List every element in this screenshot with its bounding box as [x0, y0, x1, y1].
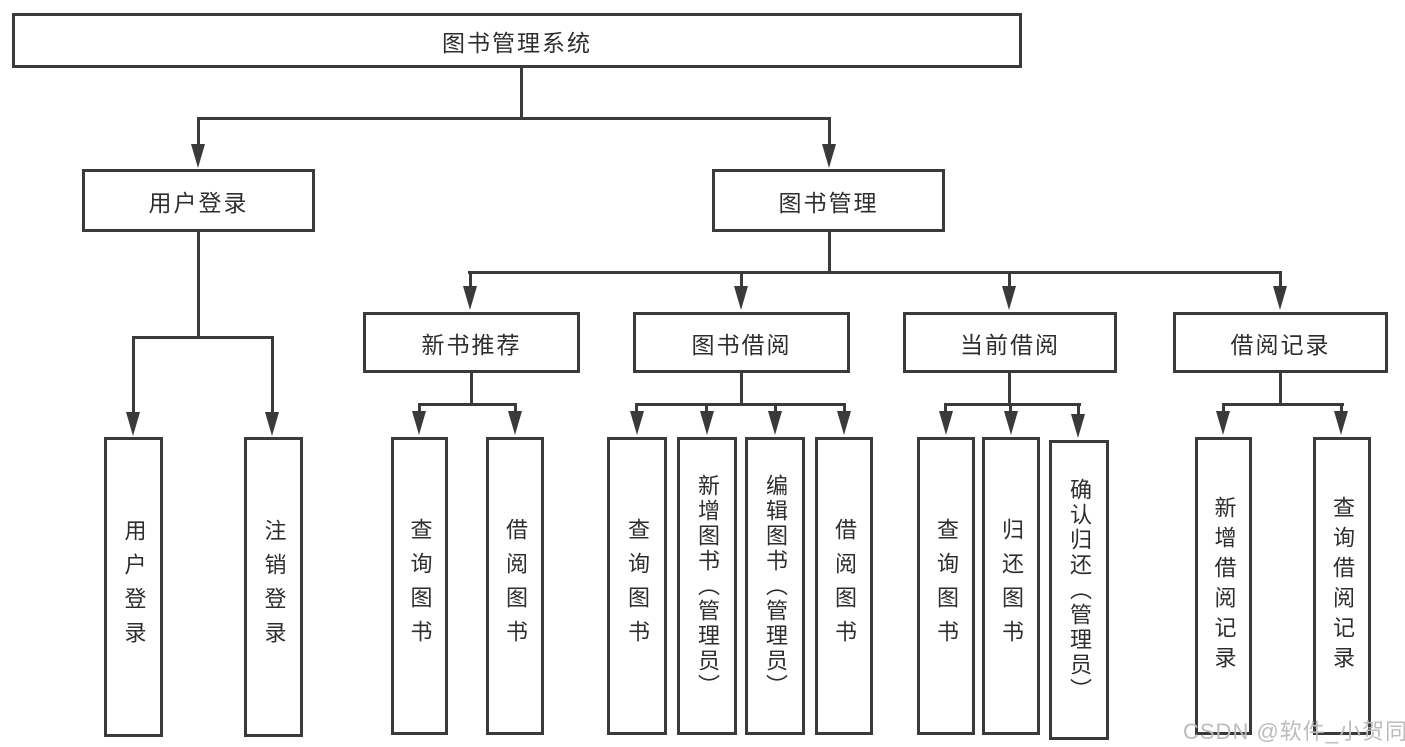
node-user-login: 用户登录: [82, 169, 315, 232]
node-label: 用户登录: [148, 189, 249, 216]
arrowhead-down-icon: [191, 144, 205, 168]
node-label: 新书推荐: [421, 331, 522, 358]
leaf-record-query-record: 查询借阅记录: [1313, 437, 1371, 735]
connector-line: [944, 403, 1081, 406]
connector-line: [635, 403, 846, 406]
node-label: 注销登录: [261, 519, 287, 655]
arrowhead-down-icon: [768, 411, 782, 435]
connector-line: [705, 403, 708, 413]
node-new-book-recommend: 新书推荐: [363, 312, 580, 373]
arrowhead-down-icon: [939, 411, 953, 435]
leaf-current-confirm-return: 确认归还（管理员）: [1049, 440, 1109, 740]
connector-line: [828, 232, 831, 274]
leaf-logout: 注销登录: [244, 437, 303, 737]
connector-line: [1222, 403, 1225, 413]
arrowhead-down-icon: [630, 411, 644, 435]
connector-line: [197, 117, 200, 146]
connector-line: [271, 336, 274, 414]
leaf-record-add-record: 新增借阅记录: [1195, 437, 1252, 735]
arrowhead-down-icon: [463, 286, 477, 310]
node-label: 当前借阅: [960, 331, 1060, 358]
watermark-text: CSDN @软件_小贺同学: [1183, 719, 1405, 744]
node-label: 归还图书: [999, 518, 1024, 654]
connector-line: [468, 271, 1282, 274]
leaf-borrow-borrow-book: 借阅图书: [815, 437, 873, 735]
connector-line: [520, 66, 523, 118]
connector-line: [944, 403, 947, 413]
node-book-borrow: 图书借阅: [633, 312, 850, 373]
leaf-current-query-book: 查询图书: [917, 437, 975, 735]
arrowhead-down-icon: [1071, 414, 1085, 438]
node-label: 新增借阅记录: [1211, 496, 1237, 676]
connector-line: [1008, 271, 1011, 288]
arrowhead-down-icon: [1273, 286, 1287, 310]
node-label: 图书管理系统: [442, 29, 592, 56]
leaf-borrow-add-book: 新增图书（管理员）: [677, 437, 737, 735]
node-label: 图书借阅: [691, 331, 792, 358]
connector-line: [1222, 403, 1344, 406]
node-label: 借阅图书: [503, 518, 528, 654]
arrowhead-down-icon: [126, 412, 140, 436]
node-root: 图书管理系统: [12, 13, 1022, 68]
arrowhead-down-icon: [1002, 286, 1016, 310]
node-book-management: 图书管理: [712, 169, 945, 232]
connector-line: [514, 403, 517, 413]
connector-line: [1279, 271, 1282, 288]
arrowhead-down-icon: [265, 412, 279, 436]
connector-line: [843, 403, 846, 413]
connector-line: [635, 403, 638, 413]
arrowhead-down-icon: [734, 286, 748, 310]
connector-line: [1279, 373, 1282, 405]
arrowhead-down-icon: [1216, 411, 1230, 435]
node-label: 查询图书: [407, 518, 433, 654]
connector-line: [774, 403, 777, 413]
leaf-newrec-query-book: 查询图书: [391, 437, 448, 735]
connector-line: [469, 271, 472, 288]
node-label: 查询图书: [934, 518, 959, 654]
connector-line: [132, 336, 135, 414]
node-label: 图书管理: [778, 189, 879, 216]
connector-line: [418, 403, 517, 406]
connector-line: [1008, 373, 1011, 405]
leaf-newrec-borrow-book: 借阅图书: [486, 437, 544, 735]
arrowhead-down-icon: [822, 144, 836, 168]
connector-line: [1340, 403, 1343, 413]
connector-line: [132, 336, 274, 339]
connector-line: [1009, 403, 1012, 413]
arrowhead-down-icon: [700, 411, 714, 435]
arrowhead-down-icon: [1004, 411, 1018, 435]
connector-line: [740, 373, 743, 405]
leaf-borrow-edit-book: 编辑图书（管理员）: [745, 437, 805, 735]
node-label: 新增图书（管理员）: [695, 473, 720, 699]
connector-line: [470, 373, 473, 405]
leaf-borrow-query-book: 查询图书: [607, 437, 667, 735]
connector-line: [1077, 403, 1080, 416]
node-label: 编辑图书（管理员）: [763, 473, 788, 699]
leaf-user-login: 用户登录: [104, 437, 163, 737]
node-label: 查询图书: [625, 518, 650, 654]
node-current-borrow: 当前借阅: [903, 312, 1117, 373]
arrowhead-down-icon: [1334, 411, 1348, 435]
arrowhead-down-icon: [508, 411, 522, 435]
node-label: 借阅图书: [832, 518, 857, 654]
node-label: 借阅记录: [1230, 331, 1331, 358]
arrowhead-down-icon: [412, 411, 426, 435]
node-label: 查询借阅记录: [1330, 496, 1355, 676]
connector-line: [197, 232, 200, 338]
arrowhead-down-icon: [837, 411, 851, 435]
leaf-current-return-book: 归还图书: [982, 437, 1040, 735]
connector-line: [740, 271, 743, 288]
connector-line: [828, 117, 831, 146]
node-label: 确认归还（管理员）: [1067, 477, 1092, 703]
connector-line: [418, 403, 421, 413]
connector-line: [197, 117, 831, 120]
node-borrow-record: 借阅记录: [1173, 312, 1388, 373]
node-label: 用户登录: [121, 519, 147, 655]
